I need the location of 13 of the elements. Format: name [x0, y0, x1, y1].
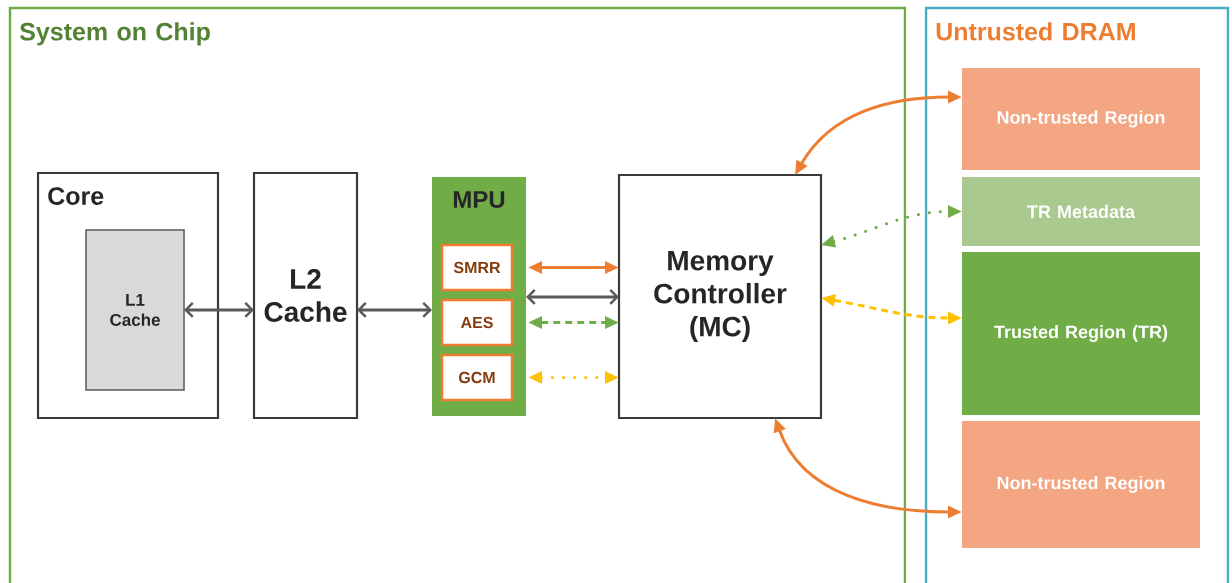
memory-region: Trusted Region (TR) [962, 252, 1200, 415]
unit-box: GCM [440, 353, 514, 402]
cache-box: L1 Cache [85, 229, 185, 391]
cache-box: L2 Cache [252, 171, 359, 420]
memory-region: Non-trusted Region [962, 421, 1200, 548]
controller-box: Memory Controller (MC) [617, 173, 823, 420]
unit-box: SMRR [440, 243, 514, 292]
unit-box: AES [440, 298, 514, 347]
memory-region: TR Metadata [962, 177, 1200, 246]
arrow [357, 302, 432, 318]
arrow [526, 289, 619, 305]
arrow [184, 302, 254, 318]
memory-region: Non-trusted Region [962, 68, 1200, 170]
